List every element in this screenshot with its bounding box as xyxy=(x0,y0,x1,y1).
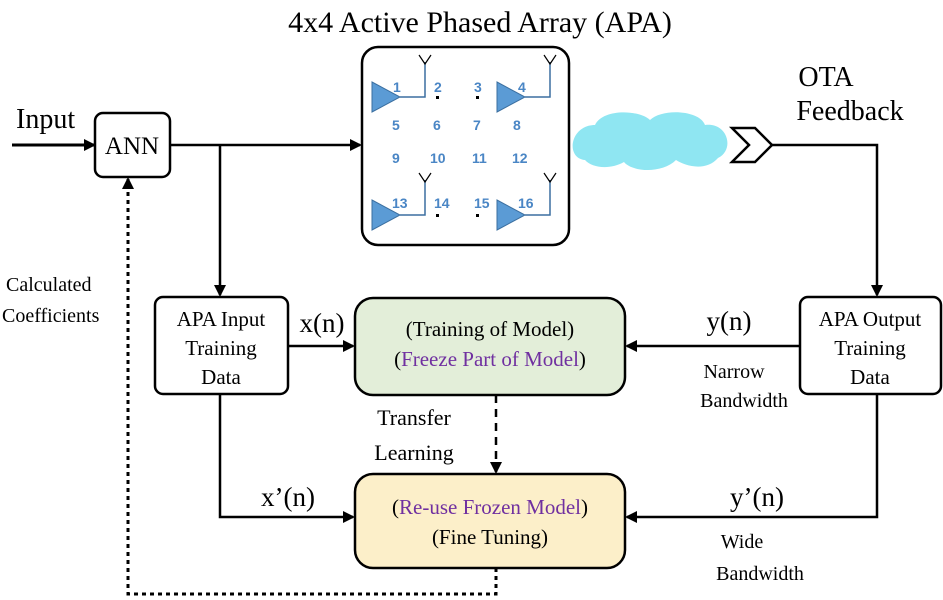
apa-output-line3: Data xyxy=(850,365,890,389)
apa-output-line1: APA Output xyxy=(819,307,922,331)
wide-bandwidth-line2: Bandwidth xyxy=(716,563,804,585)
ann-label: ANN xyxy=(105,133,159,160)
input-label: Input xyxy=(16,104,75,135)
antenna-number-4: 4 xyxy=(518,79,526,95)
wide-bandwidth-line1: Wide xyxy=(721,531,764,553)
ota-label-line1: OTA xyxy=(798,62,854,93)
ota-cloud-icon xyxy=(572,112,728,170)
narrow-bandwidth-line1: Narrow xyxy=(703,361,765,383)
feedback-arrow xyxy=(772,143,883,297)
apa-input-line3: Data xyxy=(201,365,241,389)
calc-coeff-line1: Calculated xyxy=(6,274,92,296)
antenna-number-7: 7 xyxy=(473,117,481,133)
antenna-number-5: 5 xyxy=(392,117,400,133)
antenna-icon xyxy=(400,62,426,98)
fine-tuning-box xyxy=(353,472,627,570)
ypn-arrow xyxy=(625,394,879,523)
antenna-number-9: 9 xyxy=(392,150,400,166)
narrow-bandwidth-line2: Bandwidth xyxy=(700,390,788,412)
yn-label: y(n) xyxy=(707,306,752,336)
antenna-number-15: 15 xyxy=(474,195,490,211)
antenna-icon xyxy=(400,180,426,216)
diagram-title: 4x4 Active Phased Array (APA) xyxy=(288,6,672,39)
antenna-number-3: 3 xyxy=(474,79,482,95)
antenna-number-14: 14 xyxy=(434,195,450,211)
antenna-element-16 xyxy=(496,172,557,231)
training-model-line2: (Freeze Part of Model) xyxy=(394,347,586,371)
antenna-element-4 xyxy=(496,54,557,113)
amplifier-icon xyxy=(371,199,402,231)
amplifier-icon xyxy=(496,199,527,231)
amplifier-icon xyxy=(496,81,527,113)
antenna-element-1 xyxy=(371,54,432,113)
receive-antenna-icon xyxy=(728,126,774,164)
antenna-number-16: 16 xyxy=(518,195,534,211)
fine-tuning-line1: (Re-use Frozen Model) xyxy=(392,495,588,519)
antenna-number-12: 12 xyxy=(512,150,528,166)
antenna-number-1: 1 xyxy=(393,79,401,95)
calc-coeff-line2: Coefficients xyxy=(2,305,100,327)
antenna-element-13 xyxy=(371,172,432,231)
antenna-number-13: 13 xyxy=(392,195,408,211)
xpn-label: x’(n) xyxy=(261,482,315,512)
fine-tuning-line2: (Fine Tuning) xyxy=(432,525,548,549)
xpn-arrow xyxy=(218,394,355,523)
ota-label-line2: Feedback xyxy=(796,96,903,127)
ypn-label: y’(n) xyxy=(730,482,784,512)
apa-output-line2: Training xyxy=(834,336,906,360)
antenna-number-11: 11 xyxy=(472,150,487,166)
training-model-line1: (Training of Model) xyxy=(406,317,574,341)
antenna-icon xyxy=(525,62,551,98)
antenna-number-2: 2 xyxy=(434,79,442,95)
apa-input-line1: APA Input xyxy=(177,307,266,331)
transfer-learning-line2: Learning xyxy=(374,440,453,465)
antenna-icon xyxy=(525,180,551,216)
amplifier-icon xyxy=(371,81,402,113)
xn-label: x(n) xyxy=(300,308,345,338)
antenna-number-8: 8 xyxy=(513,117,521,133)
apa-input-line2: Training xyxy=(185,336,257,360)
transfer-learning-line1: Transfer xyxy=(377,405,451,430)
antenna-number-6: 6 xyxy=(433,117,441,133)
coefficient-feedback-arrow xyxy=(122,177,498,596)
element-dots xyxy=(436,96,479,217)
antenna-number-10: 10 xyxy=(430,150,446,166)
